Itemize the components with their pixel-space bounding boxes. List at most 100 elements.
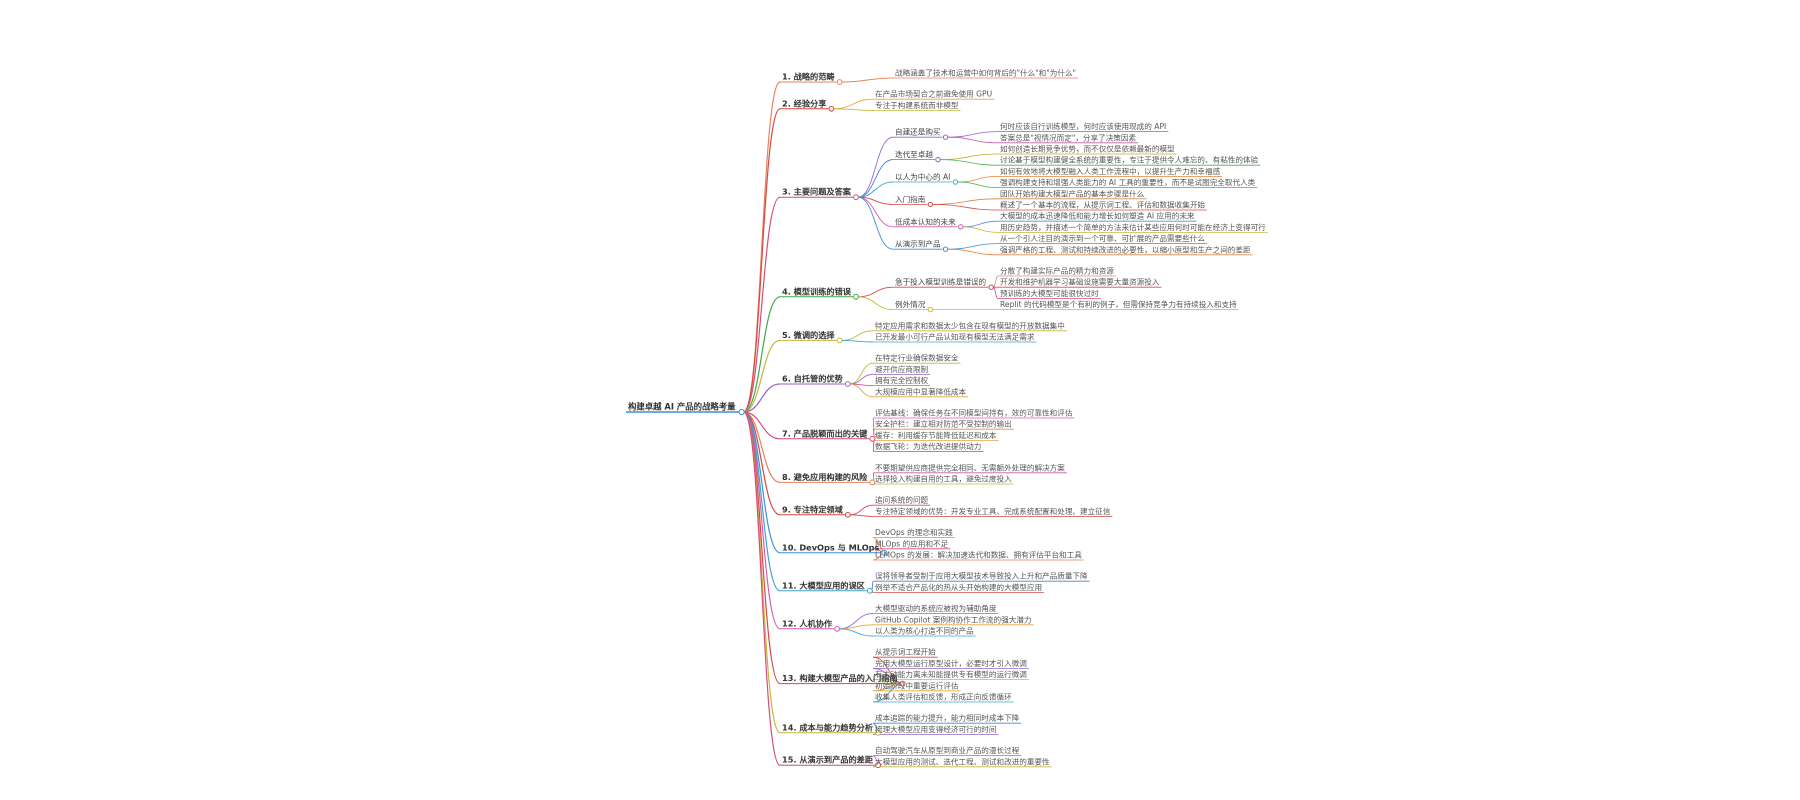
subtopic-collapse-dot[interactable] [988,284,994,290]
leaf-node: 例举不适合产品化的热从头开始构建的大模型应用 [875,582,1042,592]
branch-collapse-dot[interactable] [875,762,881,769]
leaf-node: 开发和维护机器学习基础设施需要大量资源投入 [1000,277,1160,287]
grandchild-edge [947,248,999,256]
branch-node: 13. 构建大模型产品的入门指南 [782,673,898,683]
leaf-node: 用历史趋势，并描述一个简单的方法来估计某些应用何时可能在经济上变得可行 [1000,222,1266,232]
branch-node: 1. 战略的范畴 [782,72,835,82]
leaf-node: 选择投入构建自用的工具，避免过度投入 [875,474,1012,484]
leaf-node: LLMOps 的发展：解决加速迭代和数据、拥有评估平台和工具 [875,550,1082,560]
leaf-node: 如何创造长期竞争优势，而不仅仅是依赖最新的模型 [1000,144,1175,154]
branch-node: 3. 主要问题及答案 [782,187,852,197]
branch-edge [743,411,781,630]
leaf-node: Replit 的代码模型是个有利的例子，但需保持竞争力有持续投入和支持 [1000,299,1237,309]
leaf-node: 误将领导者受制于应用大模型技术导致投入上升和产品质量下降 [875,571,1088,581]
subtopic-node: 从演示到产品 [895,239,941,249]
branch-collapse-dot[interactable] [844,381,851,387]
child-edge [857,196,894,250]
leaf-node: 大模型驱动的系统应被视为辅助角度 [875,603,997,613]
grandchild-edge [962,226,999,233]
branch-node: 14. 成本与能力趋势分析 [782,722,873,732]
root-node: 构建卓越 AI 产品的战略考量 [628,402,736,412]
child-edge [833,108,874,111]
child-edge [857,286,894,298]
child-edge [841,339,874,343]
branch-node: 5. 微调的选择 [782,330,835,340]
leaf-node: 拥有完全控制权 [875,375,929,385]
subtopic-collapse-dot[interactable] [935,156,941,163]
leaf-node: 从一个引人注目的演示到一个可靠、可扩展的产品需要些什么 [1000,233,1205,243]
mindmap-nodes: 构建卓越 AI 产品的战略考量 1. 战略的范畴 战略涵盖了技术和运营中如何背后的"… [628,68,1266,769]
grandchild-edge [947,136,999,144]
subtopic-collapse-dot[interactable] [927,306,934,313]
branch-edge [743,81,781,413]
leaf-node: 预训练的大模型可能很快过时 [1000,288,1099,298]
branch-edge [743,108,781,413]
subtopic-collapse-dot[interactable] [958,224,964,230]
leaf-node: 有主动能力离未知能提供专有模型的运行微调 [875,669,1027,679]
branch-collapse-dot[interactable] [869,479,876,486]
branch-collapse-dot[interactable] [866,587,873,594]
child-edge [849,514,874,517]
leaf-node: GitHub Copilot 案例构协作工作流的强大潜力 [875,614,1031,624]
leaf-node: 专注特定领域的优势：开发专业工具、完成系统配置和处理、建立征信 [875,506,1111,516]
leaf-node: 答案总是"视情况而定"，分享了决策因素 [1000,132,1136,142]
root-collapse-dot[interactable] [738,408,745,416]
leaf-node: 收集人类评估和反馈，形成正向反馈循环 [875,692,1012,702]
subtopic-node: 以人为中心的 AI [895,172,950,182]
branch-collapse-dot[interactable] [899,680,906,687]
child-edge [857,136,894,198]
branch-edge [743,339,781,413]
grandchild-edge [992,286,999,299]
leaf-node: 大模型应用的测试、迭代工程、测试和改进的重要性 [875,756,1050,766]
leaf-node: 梳理大模型应用变得经济可行的时间 [875,724,997,734]
branch-collapse-dot[interactable] [844,511,851,518]
leaf-node: 数据飞轮：为迭代改进提供动力 [875,441,981,451]
branch-collapse-dot[interactable] [853,194,859,201]
mindmap-edges [626,77,1268,768]
child-edge [841,77,894,83]
branch-collapse-dot[interactable] [853,293,859,300]
leaf-node: 安全护栏：建立相对防范不受控制的输出 [875,419,1012,429]
branch-node: 10. DevOps 与 MLOps [782,542,880,552]
subtopic-node: 入门指南 [895,194,926,204]
branch-collapse-dot[interactable] [875,729,881,736]
leaf-node: 强调构建支持和增强人类能力的 AI 工具的重要性，而不是试图完全取代人类 [1000,177,1256,187]
branch-collapse-dot[interactable] [834,625,841,632]
subtopic-collapse-dot[interactable] [942,134,949,140]
branch-node: 6. 自托管的优势 [782,374,844,384]
branch-collapse-dot[interactable] [836,79,843,85]
grandchild-edge [939,159,999,166]
leaf-node: 讨论基于模型构建健全系统的重要性，专注于提供令人难忘的、有粘性的体验 [1000,155,1259,165]
branch-edge [743,411,781,554]
leaf-node: 先用大模型运行原型设计，必要时才引入微调 [875,658,1027,668]
leaf-node: 特定应用需求和数据太少包含在现有模型的开放数据集中 [875,320,1065,330]
branch-collapse-dot[interactable] [869,435,876,442]
subtopic-node: 急于投入模型训练是错误的 [895,277,987,287]
branch-node: 11. 大模型应用的误区 [782,580,865,590]
subtopic-node: 例外情况 [895,299,926,309]
child-edge [849,504,874,516]
branch-edge [743,411,781,766]
leaf-node: 避开供应商限制 [875,364,929,374]
leaf-node: 大规模应用中显著降低成本 [875,386,967,396]
leaf-node: 团队开始构建大模型产品的基本步骤是什么 [1000,188,1145,198]
subtopic-collapse-dot[interactable] [952,179,959,185]
leaf-node: 初始阶段中重要运行评估 [875,680,959,690]
leaf-node: 如何有效地将大模型融入人类工作流程中，以提升生产力和幸福感 [1000,166,1221,176]
grandchild-edge [947,131,999,138]
leaf-node: 已开发最小可行产品认知现有模型无法满足需求 [875,332,1035,342]
branch-node: 7. 产品脱颖而出的关键 [782,428,868,438]
grandchild-edge [947,243,999,250]
branch-collapse-dot[interactable] [836,337,843,344]
leaf-node: DevOps 的理念和实践 [875,527,953,537]
leaf-node: 评估基线：确保任务在不同模型间持有，效的可靠性和评估 [875,408,1073,418]
child-edge [839,624,874,630]
subtopic-collapse-dot[interactable] [942,246,949,252]
subtopic-collapse-dot[interactable] [927,201,934,208]
grandchild-edge [932,204,999,211]
branch-collapse-dot[interactable] [881,549,888,556]
branch-collapse-dot[interactable] [828,105,835,112]
leaf-node: 不要期望供应商提供完全相同、无需额外处理的解决方案 [875,462,1065,472]
leaf-node: 战略涵盖了技术和运营中如何背后的"什么"和"为什么" [895,68,1076,78]
